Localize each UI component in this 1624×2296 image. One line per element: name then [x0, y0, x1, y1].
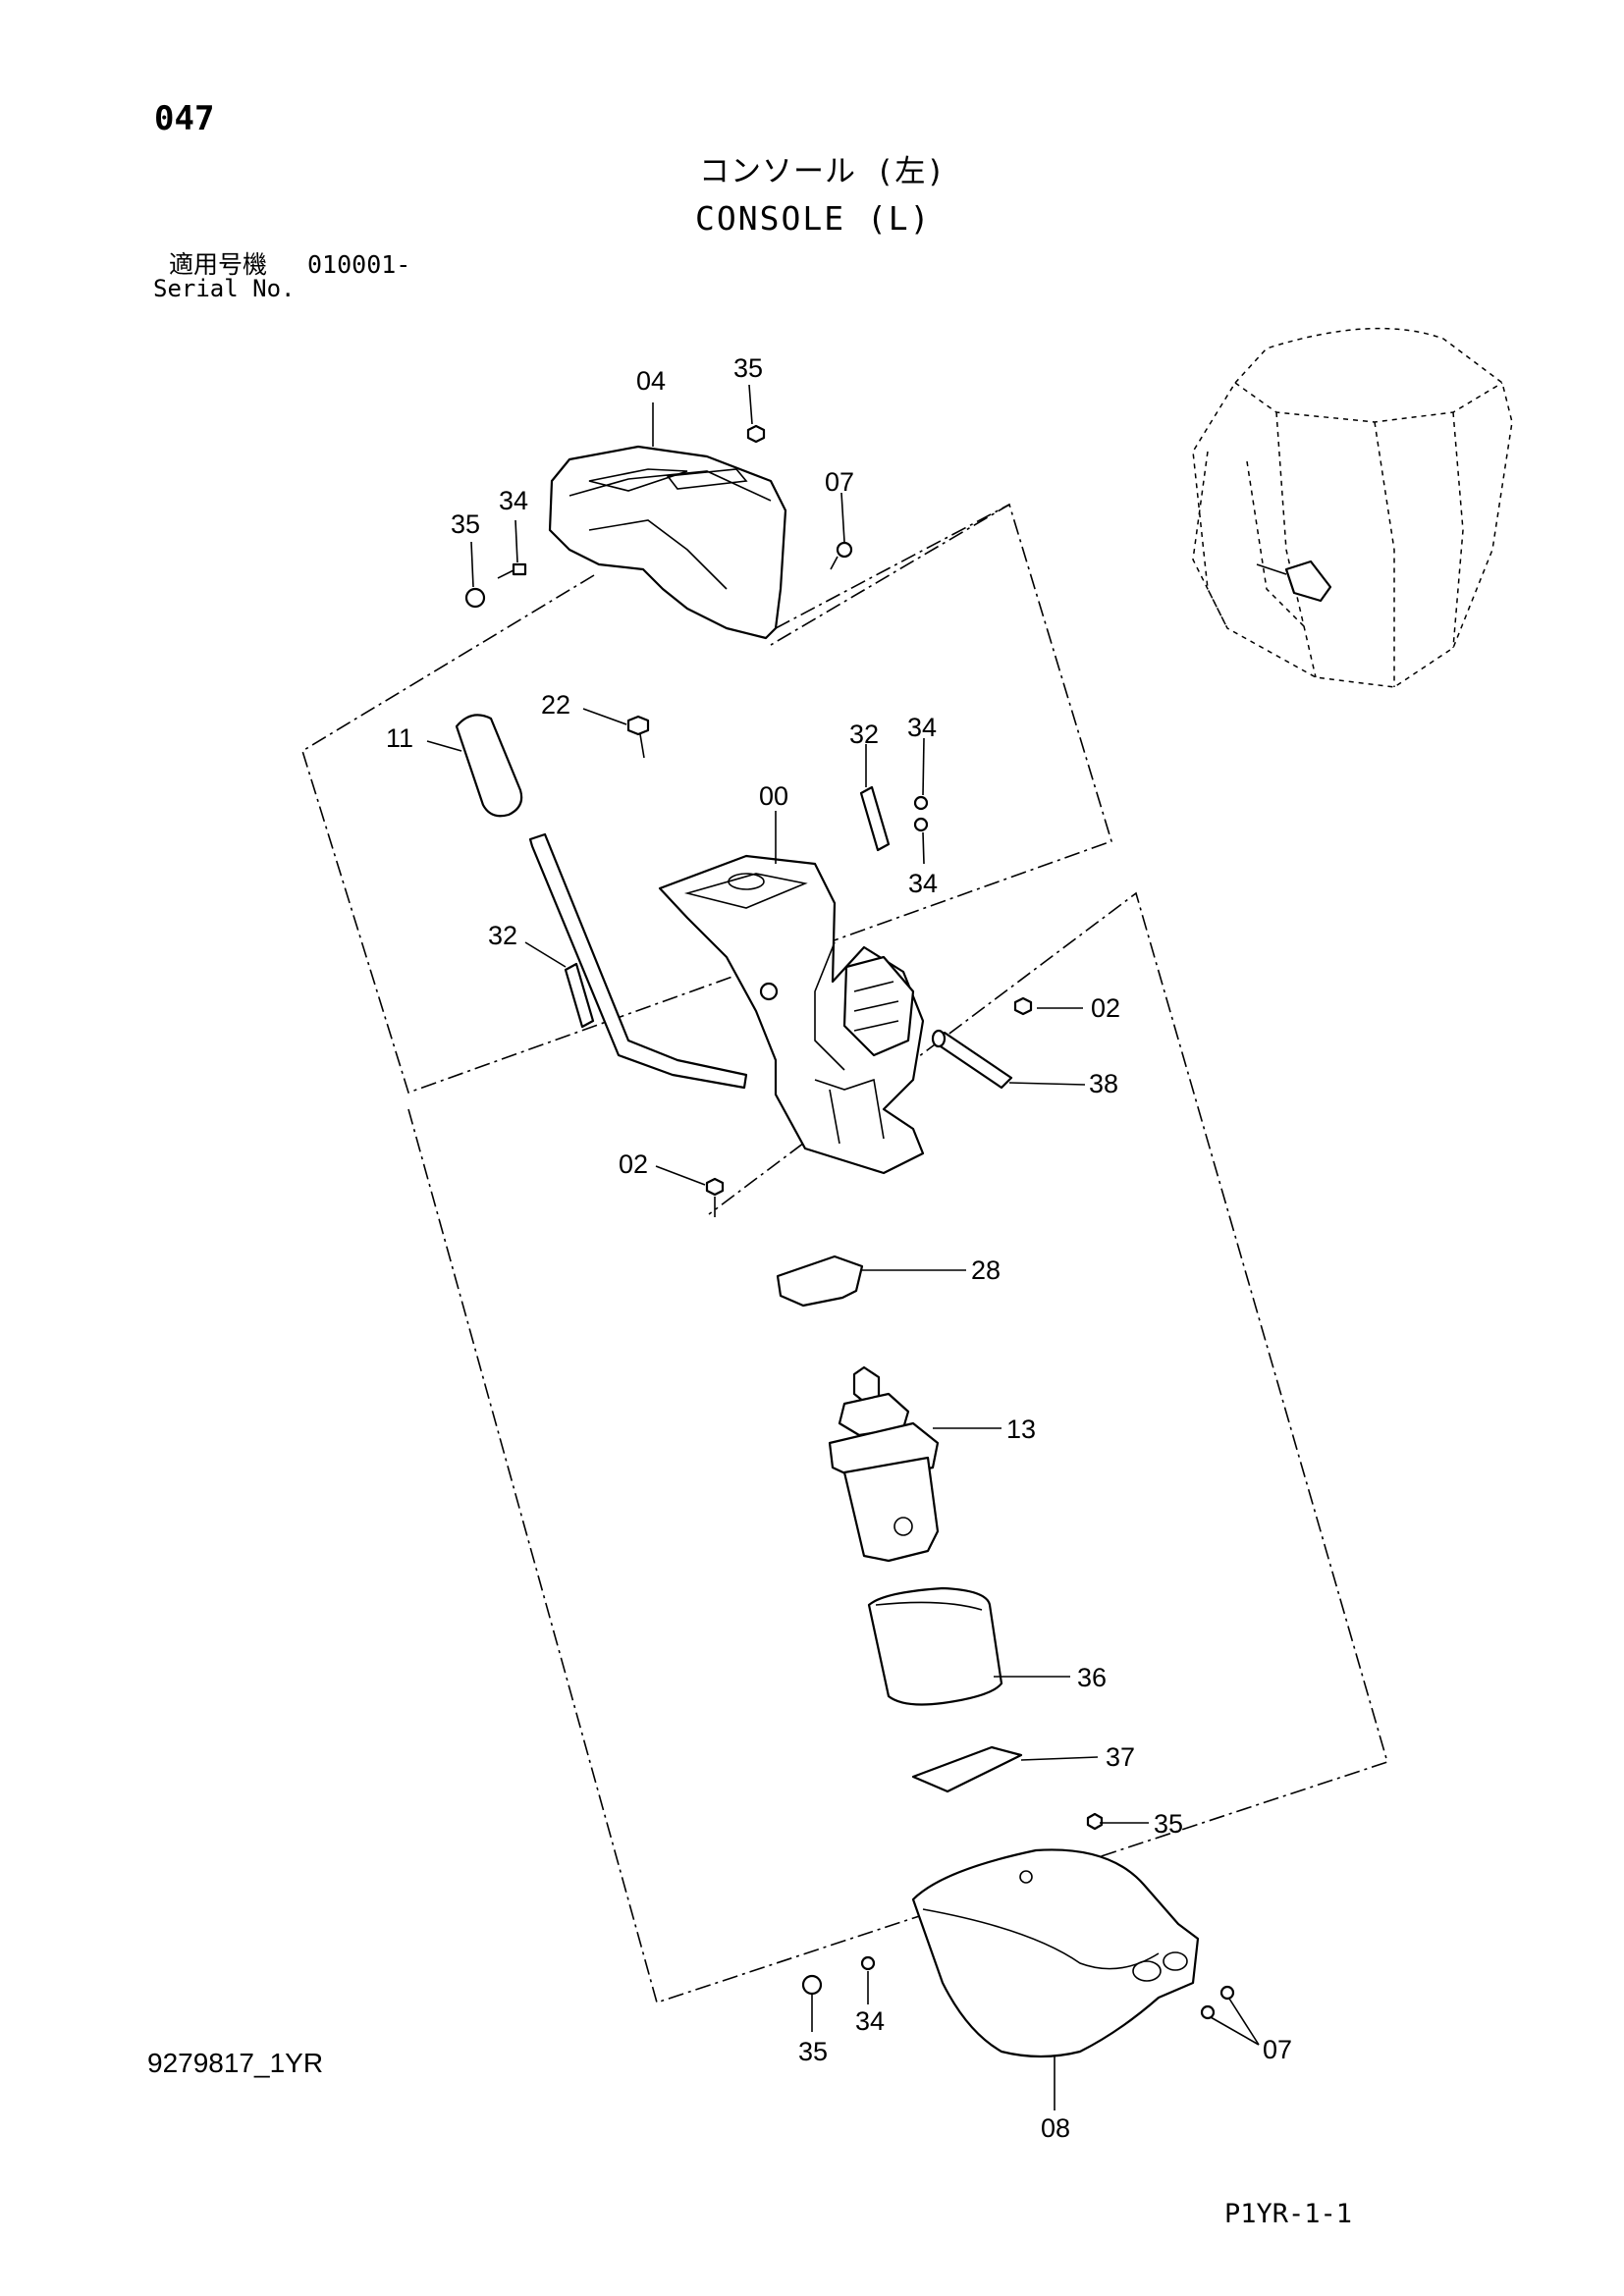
part-11-lever-grip: [455, 714, 748, 1090]
callout-34-bottom: 34: [855, 2006, 886, 2036]
callout-04: 04: [636, 366, 667, 396]
part-35-plug-bottom: [801, 1974, 823, 1996]
page-code: P1YR-1-1: [1224, 2199, 1353, 2229]
callout-35-bottom: 35: [798, 2037, 829, 2066]
part-07-bolt-top: [830, 541, 853, 570]
part-02-bolt-right: [1013, 996, 1033, 1016]
part-00-bracket-assembly: [658, 854, 925, 1175]
leader-lines: [426, 384, 1260, 2110]
part-22-bolt: [626, 715, 650, 759]
part-28-gasket: [776, 1255, 864, 1308]
part-02-bolt-left: [705, 1177, 725, 1217]
part-07-bolt-bottom-a: [1200, 2004, 1216, 2020]
callout-13: 13: [1006, 1415, 1037, 1444]
part-38-pin: [931, 1029, 1013, 1090]
part-32-plate-right: [859, 785, 891, 852]
callout-38: 38: [1089, 1069, 1119, 1098]
part-36-boot: [867, 1586, 1003, 1706]
serial-value: 010001-: [307, 250, 411, 279]
callout-35-left: 35: [451, 509, 481, 539]
part-34-screw-top: [497, 562, 527, 579]
serial-label-japanese: 適用号機: [169, 250, 268, 279]
callout-35-right: 35: [1154, 1809, 1184, 1839]
part-37-clamp: [911, 1745, 1023, 1793]
callout-07-bottom: 07: [1263, 2035, 1293, 2064]
part-34-screw-b: [913, 817, 929, 832]
part-35-nut-top: [746, 424, 766, 444]
callout-02-left: 02: [619, 1149, 649, 1179]
callout-07-top: 07: [825, 467, 855, 497]
cab-location-thumbnail: [1192, 327, 1513, 688]
callout-35-top: 35: [733, 353, 764, 383]
title-japanese: コンソール (左): [699, 154, 946, 189]
callout-34-right-top: 34: [907, 713, 938, 742]
part-07-bolt-bottom-b: [1219, 1985, 1235, 2001]
page-number: 047: [154, 99, 215, 138]
callout-28: 28: [971, 1255, 1001, 1285]
cover-boundary: [775, 504, 1010, 629]
part-34-screw-a: [913, 795, 929, 811]
callout-37: 37: [1106, 1742, 1136, 1772]
callout-36: 36: [1077, 1663, 1108, 1692]
callout-32-right: 32: [849, 720, 880, 749]
part-34-screw-bottom: [860, 1955, 876, 1971]
callout-34-right-bottom: 34: [908, 869, 939, 898]
part-35-nut-bottom: [1086, 1812, 1104, 1831]
part-13-pilot-valve: [828, 1365, 940, 1563]
serial-label-english: Serial No.: [153, 275, 296, 302]
callout-32-left: 32: [488, 921, 518, 950]
part-08-lower-cover: [911, 1848, 1200, 2058]
callout-34-top: 34: [499, 486, 529, 515]
part-04-top-cover: [548, 445, 787, 640]
callout-00: 00: [759, 781, 789, 811]
callout-08: 08: [1041, 2113, 1071, 2143]
part-35-plug-left: [464, 587, 486, 609]
part-32-plate-left: [564, 962, 595, 1029]
callout-02-right: 02: [1091, 993, 1121, 1023]
title-english: CONSOLE (L): [695, 199, 932, 238]
callout-11: 11: [386, 723, 414, 753]
callout-22: 22: [541, 690, 571, 720]
document-id: 9279817_1YR: [147, 2048, 324, 2078]
